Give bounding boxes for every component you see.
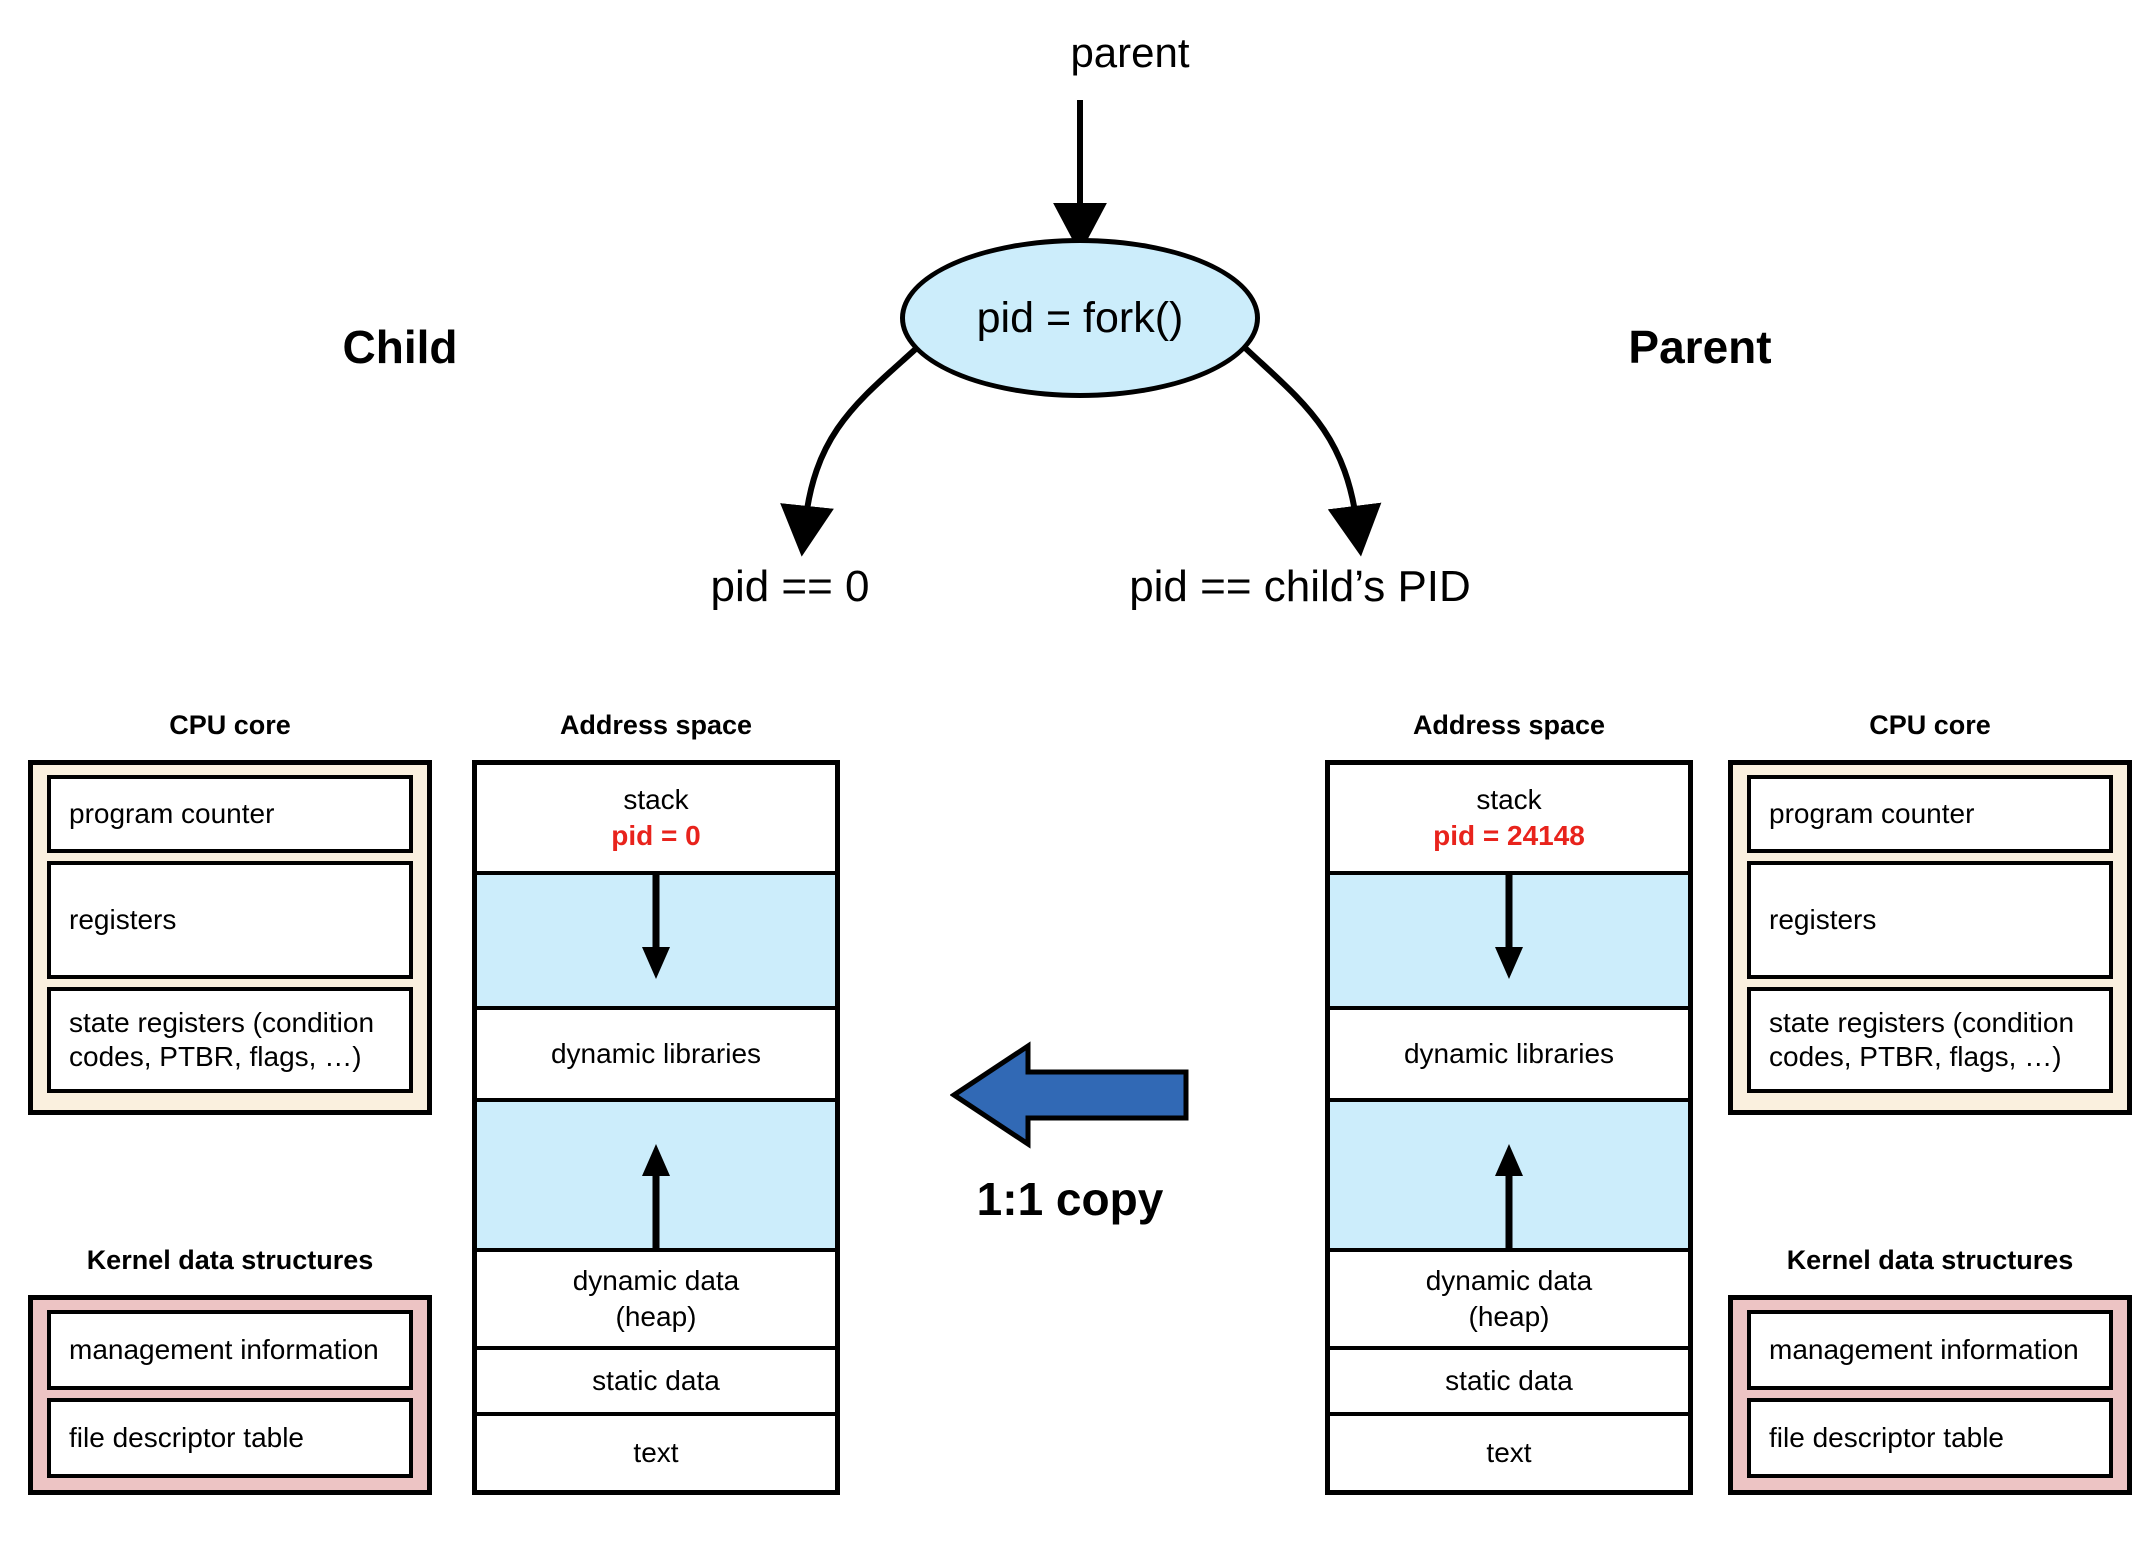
child-heap-label-line2: (heap) (615, 1301, 697, 1332)
parent-side-title: Parent (1628, 321, 1772, 373)
child-cpu-core-panel: program counter registers state register… (28, 760, 432, 1115)
parent-heap-growth-gap (1330, 1102, 1688, 1252)
parent-branch-label: pid == child’s PID (1129, 562, 1471, 611)
child-management-information-label: management information (69, 1333, 379, 1365)
child-address-space-heading: Address space (559, 710, 753, 740)
parent-cpu-core-heading: CPU core (1869, 710, 1991, 740)
child-heap-growth-gap (477, 1102, 835, 1252)
parent-kernel-heading: Kernel data structures (1786, 1245, 2074, 1275)
child-cpu-core-heading: CPU core (169, 710, 291, 740)
parent-kernel-panel: management information file descriptor t… (1728, 1295, 2132, 1495)
flow-entry-label: parent (1070, 29, 1190, 76)
parent-state-registers-label: state registers (condition codes, PTBR, … (1769, 1006, 2075, 1072)
parent-stack-growth-gap (1330, 875, 1688, 1010)
child-file-descriptor-table-slot: file descriptor table (47, 1398, 413, 1478)
child-state-registers-label: state registers (condition codes, PTBR, … (69, 1006, 375, 1072)
parent-cpu-core-panel: program counter registers state register… (1728, 760, 2132, 1115)
parent-file-descriptor-table-label: file descriptor table (1769, 1421, 2005, 1453)
child-branch-label: pid == 0 (710, 562, 870, 611)
child-state-registers-slot: state registers (condition codes, PTBR, … (47, 987, 413, 1093)
child-segment-static-data: static data (477, 1350, 835, 1416)
child-segment-dynamic-libraries: dynamic libraries (477, 1010, 835, 1102)
parent-segment-static-data: static data (1330, 1350, 1688, 1416)
parent-dynamic-libraries-label: dynamic libraries (1403, 1037, 1615, 1069)
parent-segment-dynamic-libraries: dynamic libraries (1330, 1010, 1688, 1102)
parent-address-space: stack pid = 24148 dynamic libraries dyna… (1325, 760, 1693, 1495)
parent-pid-value: pid = 24148 (1433, 820, 1585, 851)
child-heap-label-line1: dynamic data (572, 1264, 740, 1296)
parent-heap-label-line2: (heap) (1468, 1301, 1550, 1332)
parent-registers-label: registers (1769, 903, 1877, 935)
stack-grows-down-arrow (1495, 875, 1523, 979)
parent-heap-label-line1: dynamic data (1425, 1264, 1593, 1296)
parent-text-label: text (1486, 1436, 1532, 1468)
parent-static-data-label: static data (1445, 1364, 1573, 1396)
child-static-data-label: static data (592, 1364, 720, 1396)
parent-address-space-heading: Address space (1412, 710, 1606, 740)
parent-segment-stack: stack pid = 24148 (1330, 765, 1688, 875)
child-address-space: stack pid = 0 dynamic libraries dynamic … (472, 760, 840, 1495)
child-kernel-panel: management information file descriptor t… (28, 1295, 432, 1495)
child-registers-label: registers (69, 903, 177, 935)
copy-arrow-icon (950, 1041, 1189, 1149)
child-registers-slot: registers (47, 861, 413, 979)
stack-grows-down-arrow (642, 875, 670, 979)
child-stack-growth-gap (477, 875, 835, 1010)
child-stack-label: stack (623, 783, 689, 815)
parent-program-counter-label: program counter (1769, 797, 1975, 829)
child-segment-text: text (477, 1416, 835, 1490)
parent-program-counter-slot: program counter (1747, 775, 2113, 853)
child-pid-value: pid = 0 (611, 820, 701, 851)
child-kernel-heading: Kernel data structures (86, 1245, 374, 1275)
child-text-label: text (633, 1436, 679, 1468)
child-segment-stack: stack pid = 0 (477, 765, 835, 875)
parent-registers-slot: registers (1747, 861, 2113, 979)
child-side-title: Child (342, 321, 458, 373)
parent-management-information-label: management information (1769, 1333, 2079, 1365)
child-program-counter-slot: program counter (47, 775, 413, 853)
child-file-descriptor-table-label: file descriptor table (69, 1421, 305, 1453)
parent-file-descriptor-table-slot: file descriptor table (1747, 1398, 2113, 1478)
parent-segment-heap: dynamic data (heap) (1330, 1252, 1688, 1350)
child-segment-heap: dynamic data (heap) (477, 1252, 835, 1350)
child-management-information-slot: management information (47, 1310, 413, 1390)
child-dynamic-libraries-label: dynamic libraries (550, 1037, 762, 1069)
parent-management-information-slot: management information (1747, 1310, 2113, 1390)
heap-grows-up-arrow (642, 1144, 670, 1248)
copy-arrow-label: 1:1 copy (976, 1173, 1164, 1225)
fork-call-node: pid = fork() (900, 238, 1260, 398)
child-program-counter-label: program counter (69, 797, 275, 829)
heap-grows-up-arrow (1495, 1144, 1523, 1248)
parent-segment-text: text (1330, 1416, 1688, 1490)
parent-state-registers-slot: state registers (condition codes, PTBR, … (1747, 987, 2113, 1093)
parent-stack-label: stack (1476, 783, 1542, 815)
fork-call-label: pid = fork() (976, 293, 1184, 342)
